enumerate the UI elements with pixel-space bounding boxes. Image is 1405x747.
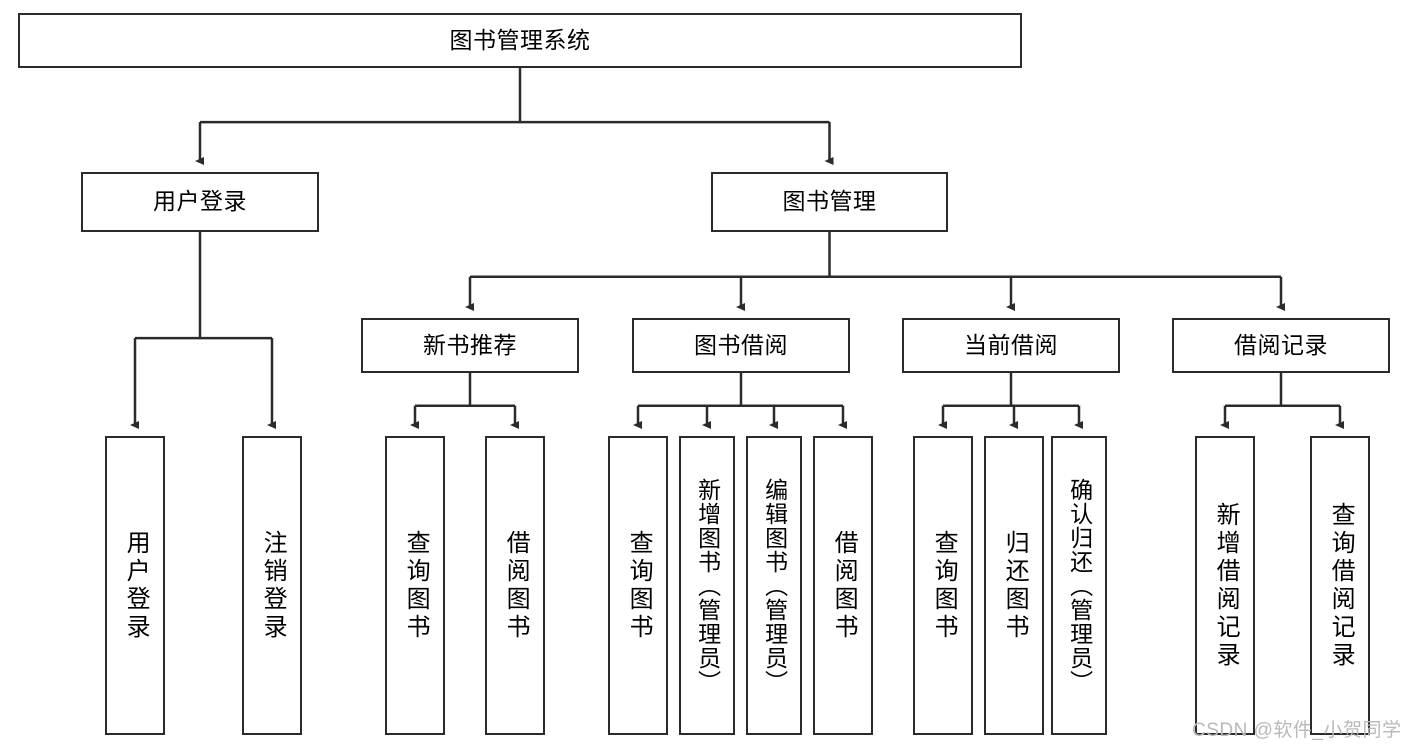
node-label-book-borrow: 图书借阅 — [694, 331, 788, 358]
node-label-book-manage: 图书管理 — [782, 188, 877, 215]
node-leaf-query-record[interactable]: 查询借阅记录 — [1310, 436, 1370, 735]
node-new-book-rec[interactable]: 新书推荐 — [361, 318, 579, 373]
csdn-watermark: CSDN @软件_小贺同学 — [1192, 720, 1402, 741]
node-label-leaf-query-book-1: 查询图书 — [402, 529, 430, 642]
node-label-leaf-edit-book: 编辑图书（管理员） — [761, 477, 788, 694]
node-borrow-record[interactable]: 借阅记录 — [1172, 318, 1390, 373]
node-label-leaf-borrow-book-1: 借阅图书 — [502, 529, 530, 642]
node-label-user-login: 用户登录 — [153, 188, 247, 215]
node-label-current-borrow: 当前借阅 — [964, 331, 1058, 358]
node-label-leaf-user-logout: 注销登录 — [259, 529, 287, 642]
node-leaf-query-book-3[interactable]: 查询图书 — [913, 436, 973, 735]
node-label-leaf-borrow-book-2: 借阅图书 — [830, 529, 858, 642]
node-label-leaf-user-login: 用户登录 — [122, 529, 150, 642]
node-label-leaf-confirm-return: 确认归还（管理员） — [1066, 477, 1093, 694]
node-leaf-add-book[interactable]: 新增图书（管理员） — [679, 436, 735, 735]
node-leaf-borrow-book-1[interactable]: 借阅图书 — [485, 436, 545, 735]
node-leaf-confirm-return[interactable]: 确认归还（管理员） — [1051, 436, 1107, 735]
node-label-leaf-query-record: 查询借阅记录 — [1327, 501, 1355, 670]
node-book-manage[interactable]: 图书管理 — [711, 172, 948, 232]
node-leaf-user-logout[interactable]: 注销登录 — [242, 436, 302, 735]
node-leaf-return-book[interactable]: 归还图书 — [984, 436, 1044, 735]
node-label-root: 图书管理系统 — [449, 26, 591, 53]
node-leaf-query-book-2[interactable]: 查询图书 — [608, 436, 668, 735]
node-leaf-query-book-1[interactable]: 查询图书 — [385, 436, 445, 735]
node-label-leaf-return-book: 归还图书 — [1001, 529, 1029, 642]
node-label-borrow-record: 借阅记录 — [1234, 331, 1328, 358]
node-label-leaf-query-book-2: 查询图书 — [625, 529, 653, 642]
node-book-borrow[interactable]: 图书借阅 — [632, 318, 850, 373]
node-label-leaf-add-record: 新增借阅记录 — [1212, 501, 1240, 670]
node-leaf-edit-book[interactable]: 编辑图书（管理员） — [746, 436, 802, 735]
node-label-new-book-rec: 新书推荐 — [423, 331, 517, 358]
node-leaf-user-login[interactable]: 用户登录 — [105, 436, 165, 735]
node-user-login[interactable]: 用户登录 — [81, 172, 319, 232]
node-leaf-add-record[interactable]: 新增借阅记录 — [1195, 436, 1255, 735]
node-leaf-borrow-book-2[interactable]: 借阅图书 — [813, 436, 873, 735]
node-current-borrow[interactable]: 当前借阅 — [902, 318, 1120, 373]
node-root[interactable]: 图书管理系统 — [18, 13, 1022, 68]
node-label-leaf-query-book-3: 查询图书 — [930, 529, 958, 642]
node-label-leaf-add-book: 新增图书（管理员） — [694, 477, 721, 694]
